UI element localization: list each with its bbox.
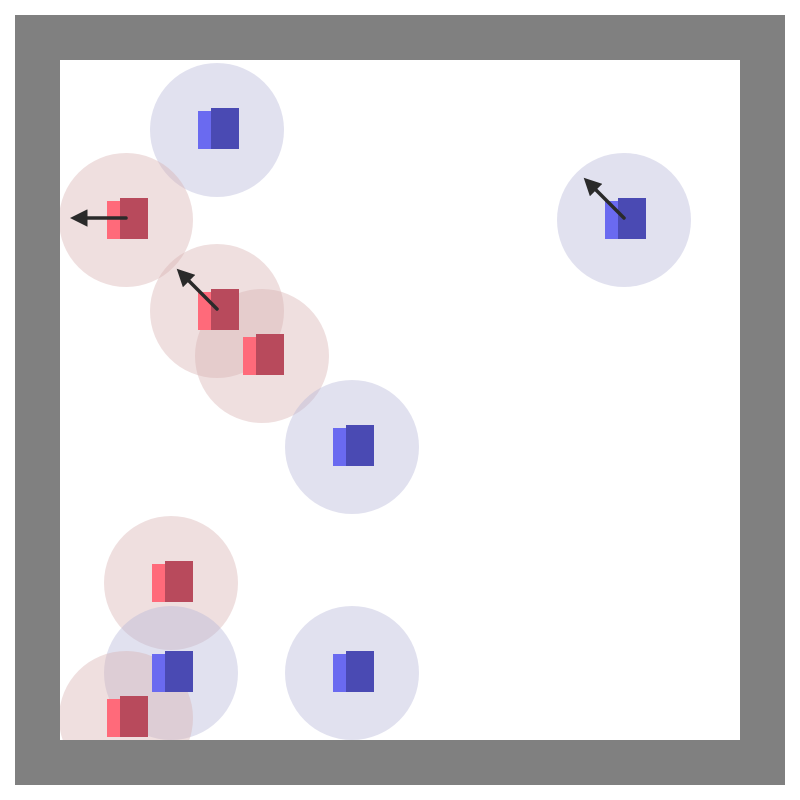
agent-body	[346, 425, 374, 466]
agent-body	[165, 651, 193, 692]
agent-body	[120, 696, 148, 737]
arena-floor	[60, 60, 740, 740]
blue-agent[interactable]	[152, 651, 193, 692]
heading-layer	[70, 177, 626, 311]
agent-body	[165, 561, 193, 602]
blue-agent[interactable]	[333, 651, 374, 692]
blue-agent[interactable]	[333, 425, 374, 466]
red-agent[interactable]	[243, 334, 284, 375]
heading-arrow-icon	[176, 268, 219, 311]
agent-body	[211, 108, 239, 149]
agent-body	[256, 334, 284, 375]
red-agent[interactable]	[152, 561, 193, 602]
red-agent[interactable]	[198, 289, 239, 330]
red-agent[interactable]	[107, 696, 148, 737]
agent-layer	[107, 108, 646, 737]
blue-agent[interactable]	[605, 198, 646, 239]
blue-agent[interactable]	[198, 108, 239, 149]
agent-body	[346, 651, 374, 692]
heading-arrow-icon	[583, 177, 626, 220]
